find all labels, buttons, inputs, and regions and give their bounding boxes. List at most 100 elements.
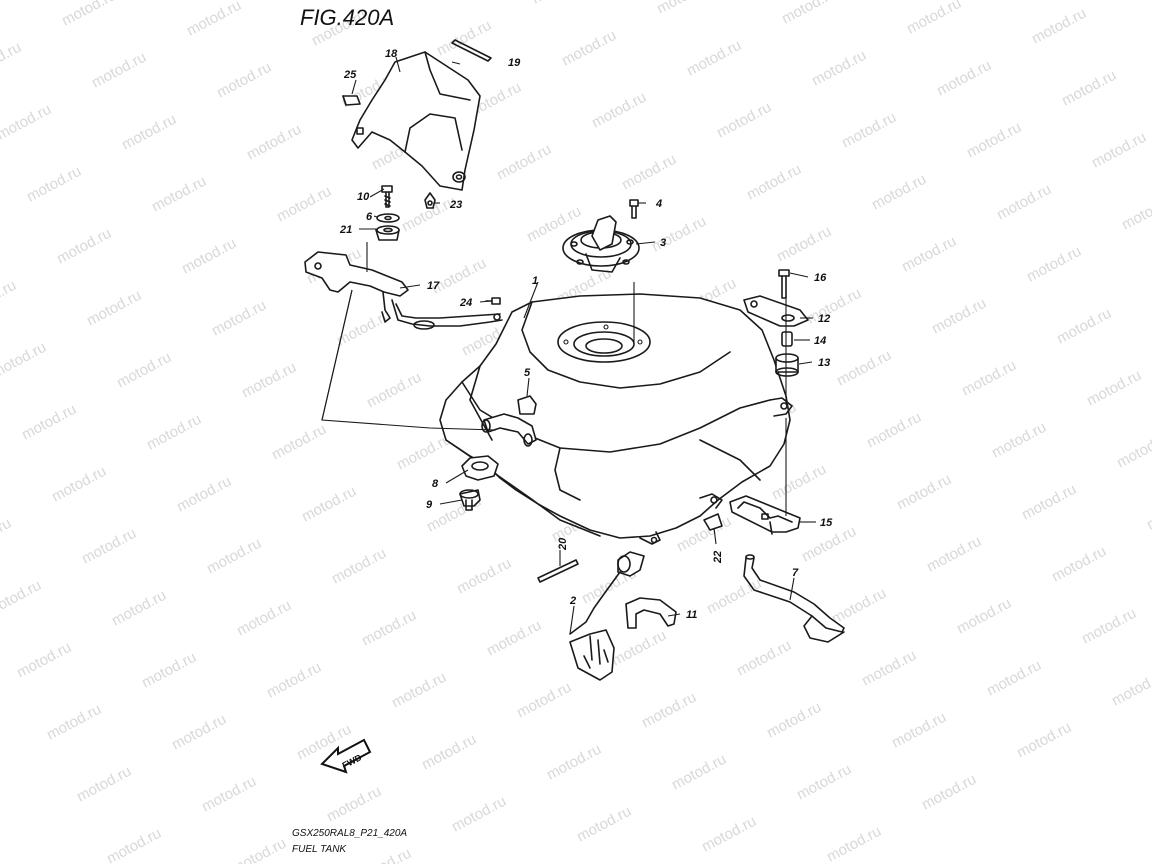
cushion-5 bbox=[517, 395, 537, 415]
watermark-text: motod.ru bbox=[169, 711, 229, 754]
watermark-text: motod.ru bbox=[0, 339, 49, 382]
watermark-text: motod.ru bbox=[704, 575, 764, 618]
watermark-text: motod.ru bbox=[109, 587, 169, 630]
watermark-text: motod.ru bbox=[184, 0, 244, 40]
watermark-text: motod.ru bbox=[654, 0, 714, 18]
watermark-text: motod.ru bbox=[559, 27, 619, 70]
watermark-text: motod.ru bbox=[54, 225, 114, 268]
callout-17: 17 bbox=[427, 280, 440, 292]
watermark-text: motod.ru bbox=[744, 161, 804, 204]
watermark-text: motod.ru bbox=[59, 0, 119, 30]
callout-9: 9 bbox=[426, 499, 433, 511]
watermark-text: motod.ru bbox=[19, 401, 79, 444]
watermark-text: motod.ru bbox=[204, 535, 264, 578]
callout-19: 19 bbox=[508, 57, 521, 69]
watermark-text: motod.ru bbox=[49, 463, 109, 506]
watermark-text: motod.ru bbox=[574, 803, 634, 846]
watermark-text: motod.ru bbox=[44, 701, 104, 744]
watermark-text: motod.ru bbox=[119, 111, 179, 154]
callout-1: 1 bbox=[532, 275, 538, 287]
watermark-text: motod.ru bbox=[299, 483, 359, 526]
callout-10: 10 bbox=[357, 191, 370, 203]
watermark-text: motod.ru bbox=[859, 647, 919, 690]
leader-lines bbox=[321, 56, 816, 635]
callout-23: 23 bbox=[449, 199, 462, 211]
watermark-text: motod.ru bbox=[144, 411, 204, 454]
watermark-text: motod.ru bbox=[994, 181, 1054, 224]
tank-bracket bbox=[304, 251, 503, 330]
pad-22 bbox=[703, 513, 723, 531]
drain-hose bbox=[743, 557, 845, 633]
cover-panel bbox=[351, 51, 481, 191]
watermark-text: motod.ru bbox=[1059, 67, 1119, 110]
watermark-text: motod.ru bbox=[934, 57, 994, 100]
watermark-text: motod.ru bbox=[354, 845, 414, 864]
watermark-text: motod.ru bbox=[809, 47, 869, 90]
callout-12: 12 bbox=[818, 313, 830, 325]
watermark-text: motod.ru bbox=[454, 555, 514, 598]
watermark-text: motod.ru bbox=[324, 783, 384, 826]
watermark-text: motod.ru bbox=[239, 359, 299, 402]
watermark-text: motod.ru bbox=[864, 409, 924, 452]
watermark-text: motod.ru bbox=[639, 689, 699, 732]
watermark-text: motod.ru bbox=[839, 109, 899, 152]
watermark-text: motod.ru bbox=[589, 89, 649, 132]
callout-25: 25 bbox=[343, 69, 357, 81]
watermark-text: motod.ru bbox=[14, 639, 74, 682]
callout-18: 18 bbox=[385, 48, 398, 60]
watermark-text: motod.ru bbox=[804, 285, 864, 328]
callout-5: 5 bbox=[524, 367, 531, 379]
watermark-text: motod.ru bbox=[269, 421, 329, 464]
watermark-text: motod.ru bbox=[434, 17, 494, 60]
watermark-text: motod.ru bbox=[0, 277, 19, 320]
callout-16: 16 bbox=[814, 272, 827, 284]
watermark-text: motod.ru bbox=[0, 577, 44, 620]
watermark-text: motod.ru bbox=[619, 151, 679, 194]
callout-15: 15 bbox=[820, 517, 833, 529]
watermark-text: motod.ru bbox=[964, 119, 1024, 162]
callout-22: 22 bbox=[712, 551, 724, 564]
watermark-text: motod.ru bbox=[199, 773, 259, 816]
watermark-text: motod.ru bbox=[264, 659, 324, 702]
callout-7: 7 bbox=[792, 567, 799, 579]
watermark-text: motod.ru bbox=[494, 141, 554, 184]
watermark-text: motod.ru bbox=[794, 761, 854, 804]
watermark-text: motod.ru bbox=[609, 627, 669, 670]
watermark-text: motod.ru bbox=[1014, 719, 1074, 762]
watermark-text: motod.ru bbox=[389, 669, 449, 712]
watermark-text: motod.ru bbox=[829, 585, 889, 628]
watermark-text: motod.ru bbox=[1119, 191, 1152, 234]
watermark-text: motod.ru bbox=[229, 835, 289, 864]
watermark-text: motod.ru bbox=[234, 597, 294, 640]
watermark-text: motod.ru bbox=[529, 0, 589, 8]
watermark-text: motod.ru bbox=[779, 0, 839, 28]
watermark-text: motod.ru bbox=[699, 813, 759, 856]
callout-3: 3 bbox=[660, 237, 666, 249]
watermark-text: motod.ru bbox=[649, 213, 709, 256]
watermark-text: motod.ru bbox=[1114, 429, 1152, 472]
figure-title: FIG.420A bbox=[300, 5, 394, 30]
watermark-text: motod.ru bbox=[449, 793, 509, 836]
callout-4: 4 bbox=[655, 198, 662, 210]
rubber-strip bbox=[451, 39, 492, 62]
watermark-text: motod.ru bbox=[799, 523, 859, 566]
watermark-text: motod.ru bbox=[84, 287, 144, 330]
watermark-text: motod.ru bbox=[669, 751, 729, 794]
watermark-text: motod.ru bbox=[114, 349, 174, 392]
callout-24: 24 bbox=[459, 297, 472, 309]
watermark-text: motod.ru bbox=[484, 617, 544, 660]
fuel-tank bbox=[439, 293, 793, 545]
watermark-text: motod.ru bbox=[209, 297, 269, 340]
cap-screw bbox=[629, 199, 639, 219]
watermark-text: motod.ru bbox=[989, 419, 1049, 462]
watermark-text: motod.ru bbox=[984, 657, 1044, 700]
watermark-text: motod.ru bbox=[954, 595, 1014, 638]
clip-nut bbox=[424, 192, 436, 209]
fuel-level-gauge bbox=[569, 551, 645, 681]
watermark-text: motod.ru bbox=[419, 731, 479, 774]
watermark-text: motod.ru bbox=[214, 59, 274, 102]
watermark-text: motod.ru bbox=[244, 121, 304, 164]
watermark-text: motod.ru bbox=[1024, 243, 1084, 286]
rear-mount-stack bbox=[743, 269, 809, 377]
watermark-text: motod.ru bbox=[1144, 491, 1152, 534]
